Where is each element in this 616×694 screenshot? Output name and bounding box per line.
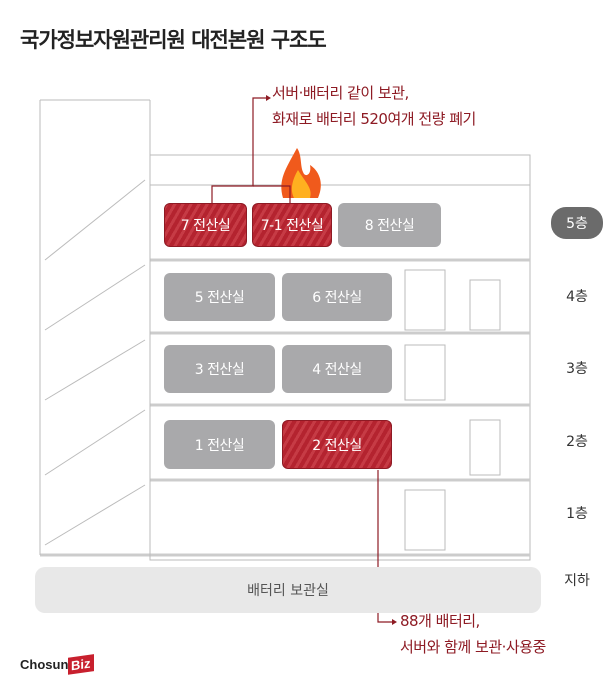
room-3: 3 전산실 bbox=[164, 345, 275, 393]
callout-lines bbox=[211, 97, 392, 623]
top-callout: 서버·배터리 같이 보관, 화재로 배터리 520여개 전량 폐기 bbox=[272, 80, 476, 132]
fire-icon bbox=[281, 148, 321, 198]
room-6: 6 전산실 bbox=[282, 273, 392, 321]
room-1: 1 전산실 bbox=[164, 420, 275, 469]
floor-label-1: 1층 bbox=[566, 506, 588, 522]
bottom-callout: 88개 배터리, 서버와 함께 보관·사용중 bbox=[400, 608, 546, 660]
floor-label-2: 2층 bbox=[566, 434, 588, 450]
logo-biz: Biz bbox=[68, 654, 94, 675]
top-callout-line1: 서버·배터리 같이 보관, bbox=[272, 84, 409, 102]
logo-text: Chosun bbox=[20, 657, 69, 672]
floor-label-3: 3층 bbox=[566, 361, 588, 377]
floor-label-5: 5층 bbox=[551, 207, 603, 239]
battery-storage-room: 배터리 보관실 bbox=[35, 567, 541, 613]
top-callout-line2: 화재로 배터리 520여개 전량 폐기 bbox=[272, 110, 476, 128]
room-7: 7 전산실 bbox=[164, 203, 247, 247]
room-2: 2 전산실 bbox=[282, 420, 392, 469]
room-7-1: 7-1 전산실 bbox=[252, 203, 332, 247]
room-4: 4 전산실 bbox=[282, 345, 392, 393]
page-title: 국가정보자원관리원 대전본원 구조도 bbox=[20, 28, 327, 52]
bottom-callout-line2: 서버와 함께 보관·사용중 bbox=[400, 638, 546, 656]
room-5: 5 전산실 bbox=[164, 273, 275, 321]
floor-label-basement: 지하 bbox=[564, 573, 590, 589]
room-8: 8 전산실 bbox=[338, 203, 441, 247]
bottom-callout-line1: 88개 배터리, bbox=[400, 612, 480, 630]
floor-label-4: 4층 bbox=[566, 289, 588, 305]
